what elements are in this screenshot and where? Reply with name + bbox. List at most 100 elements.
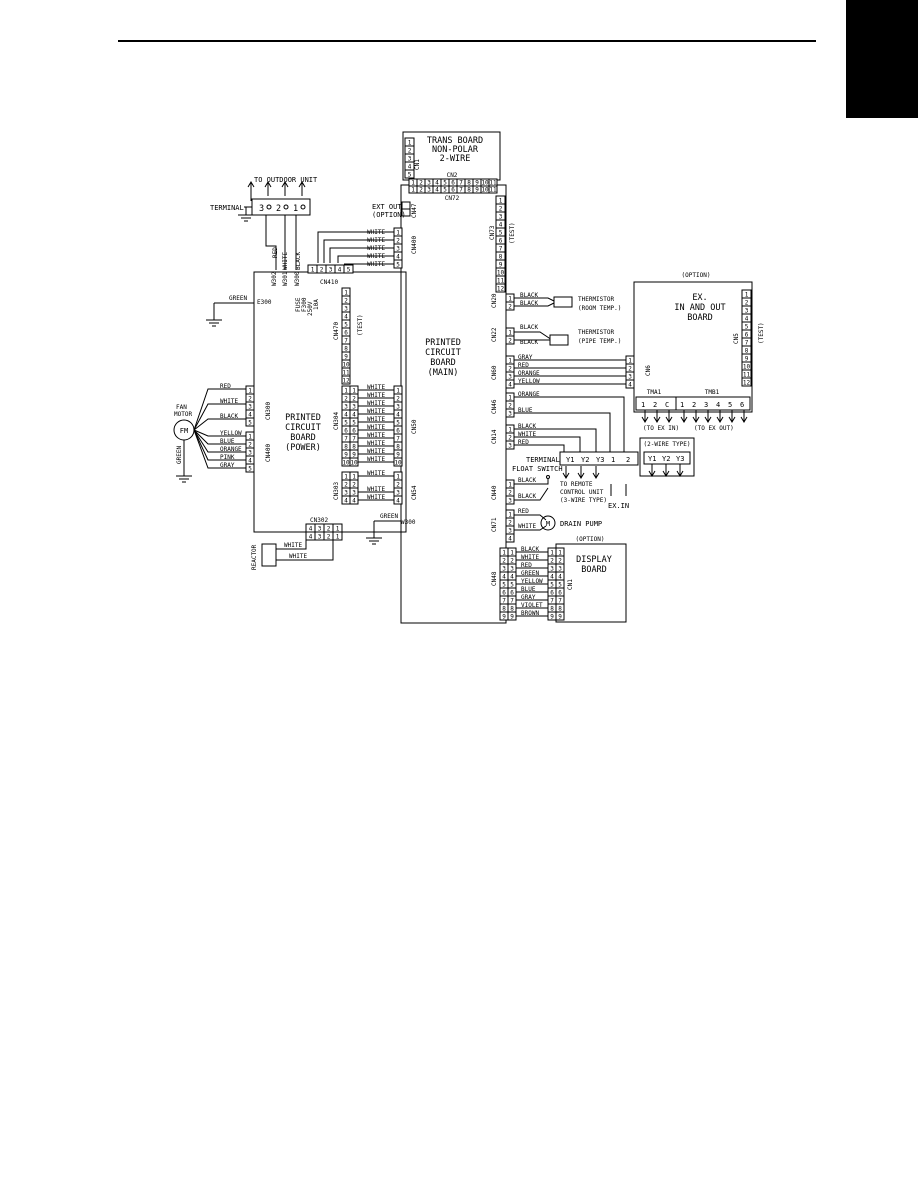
to-remote: TO REMOTE [560, 481, 593, 488]
main-title: (MAIN) [428, 368, 459, 378]
cn400-fan-pin: 5 [248, 466, 252, 473]
cn46-label: CN46 [491, 399, 498, 414]
ex-in: EX.IN [608, 502, 629, 510]
cn54-right-pin: 3 [396, 490, 400, 497]
tmb1-pin: 5 [728, 401, 732, 409]
two-wire-arrow [676, 470, 684, 477]
cn400-fan-label: CN400 [265, 444, 272, 462]
remote-arrow [592, 472, 600, 479]
cn47-cell [401, 208, 411, 217]
cn73-pin: 4 [499, 222, 503, 229]
cn50-right-pin: 8 [396, 444, 400, 451]
cn73-label: CN73 [489, 225, 496, 240]
terminal-screw [266, 204, 272, 210]
cn6-pin: 1 [628, 358, 632, 365]
cn48-b-pin: 2 [510, 558, 514, 565]
cn304-wire: WHITE [367, 432, 385, 439]
cn303-wire: WHITE [367, 494, 385, 501]
cn2-top-pin: 3 [427, 180, 431, 187]
display-option: (OPTION) [576, 536, 605, 543]
cn304-left2-pin: 10 [350, 460, 358, 467]
cn72-row-pin: 8 [467, 187, 471, 194]
ex-out-arrow [665, 416, 673, 423]
tma1-pin: 2 [653, 401, 657, 409]
cn304-wire: WHITE [367, 448, 385, 455]
cn71-label: CN71 [491, 517, 498, 532]
cn304-left2-pin: 8 [352, 444, 356, 451]
fuse: F300 [301, 297, 308, 312]
terminal-right-pin: Y2 [581, 456, 589, 464]
cn73-pin: 3 [499, 214, 503, 221]
terminal-right-pin: Y3 [596, 456, 604, 464]
cn304-left-pin: 3 [344, 404, 348, 411]
pipe-thermistor [549, 334, 569, 346]
fan-wire-label: RED [220, 383, 231, 390]
cn14-wire: BLACK [518, 423, 536, 430]
tmb1-label: TMB1 [705, 389, 720, 396]
cn5-pin: 1 [745, 292, 749, 299]
cn410-pin: 1 [311, 267, 315, 274]
cn20-pin: 1 [508, 296, 512, 303]
cn302-bot-pin: 4 [309, 534, 313, 541]
wire [337, 255, 394, 263]
cn1-display-b-pin: 2 [558, 558, 562, 565]
display-wire: BLACK [521, 546, 539, 553]
cn54-label: CN54 [411, 485, 418, 500]
tmb1-pin: 4 [716, 401, 720, 409]
w300: W300 [294, 271, 301, 286]
cn5-pin: 9 [745, 356, 749, 363]
terminal-left-pin: 3 [259, 204, 264, 214]
fan-wire-label: BLACK [220, 413, 238, 420]
e300-label: E300 [257, 299, 272, 306]
wire-black: BLACK [295, 252, 302, 270]
fan-wire [193, 388, 246, 431]
cn14-pin: 2 [508, 435, 512, 442]
reactor-wire: WHITE [289, 553, 307, 560]
tmb1-pin: 6 [740, 401, 744, 409]
cn1-display-b-pin: 9 [558, 614, 562, 621]
cn1-display-b-pin: 3 [558, 566, 562, 573]
ex-title: EX. [692, 293, 707, 303]
cn72-row-pin: 5 [443, 187, 447, 194]
float-wire: BLACK [518, 477, 536, 484]
cn50-right-pin: 4 [396, 412, 400, 419]
cn46-pin: 2 [508, 403, 512, 410]
cn22-pin: 1 [508, 330, 512, 337]
cn410-pin: 4 [338, 267, 342, 274]
fan-wire-label: GRAY [220, 462, 235, 469]
ex-out-arrow [692, 416, 700, 423]
cn54-right-pin: 2 [396, 482, 400, 489]
cn72-row-pin: 9 [475, 187, 479, 194]
cn46-pin: 3 [508, 411, 512, 418]
cn40-label: CN40 [491, 485, 498, 500]
cn303-left2-pin: 4 [352, 498, 356, 505]
cn2-top-pin: 11 [489, 180, 497, 187]
tma1-label: TMA1 [647, 389, 662, 396]
cn50-right-pin: 3 [396, 404, 400, 411]
cn48-a-pin: 3 [502, 566, 506, 573]
ex-title: BOARD [687, 313, 713, 323]
cn303-left-pin: 3 [344, 490, 348, 497]
cn400-wire: WHITE [367, 245, 385, 252]
wire [514, 428, 597, 452]
cn48-b-pin: 7 [510, 598, 514, 605]
to-remote: CONTROL UNIT [560, 489, 604, 496]
cn400-pin: 4 [396, 254, 400, 261]
cn72-row-cell [488, 185, 498, 194]
ex-out-arrow [653, 416, 661, 423]
ex-title: IN AND OUT [674, 303, 725, 313]
outdoor-arrow [281, 181, 289, 188]
terminal-right-label: TERMINAL [526, 456, 560, 464]
cn1-display-a-pin: 6 [550, 590, 554, 597]
wire [514, 525, 547, 531]
cn304-left2-pin: 1 [352, 388, 356, 395]
two-wire-pin: Y1 [648, 455, 656, 463]
cn400-wire: WHITE [367, 253, 385, 260]
cn60-pin: 1 [508, 358, 512, 365]
cn6-pin: 2 [628, 366, 632, 373]
two-wire-box [639, 437, 695, 477]
cn410-pin: 3 [329, 267, 333, 274]
cn304-left2-pin: 5 [352, 420, 356, 427]
cn304-wire: WHITE [367, 456, 385, 463]
cn1-display-a-pin: 1 [550, 550, 554, 557]
